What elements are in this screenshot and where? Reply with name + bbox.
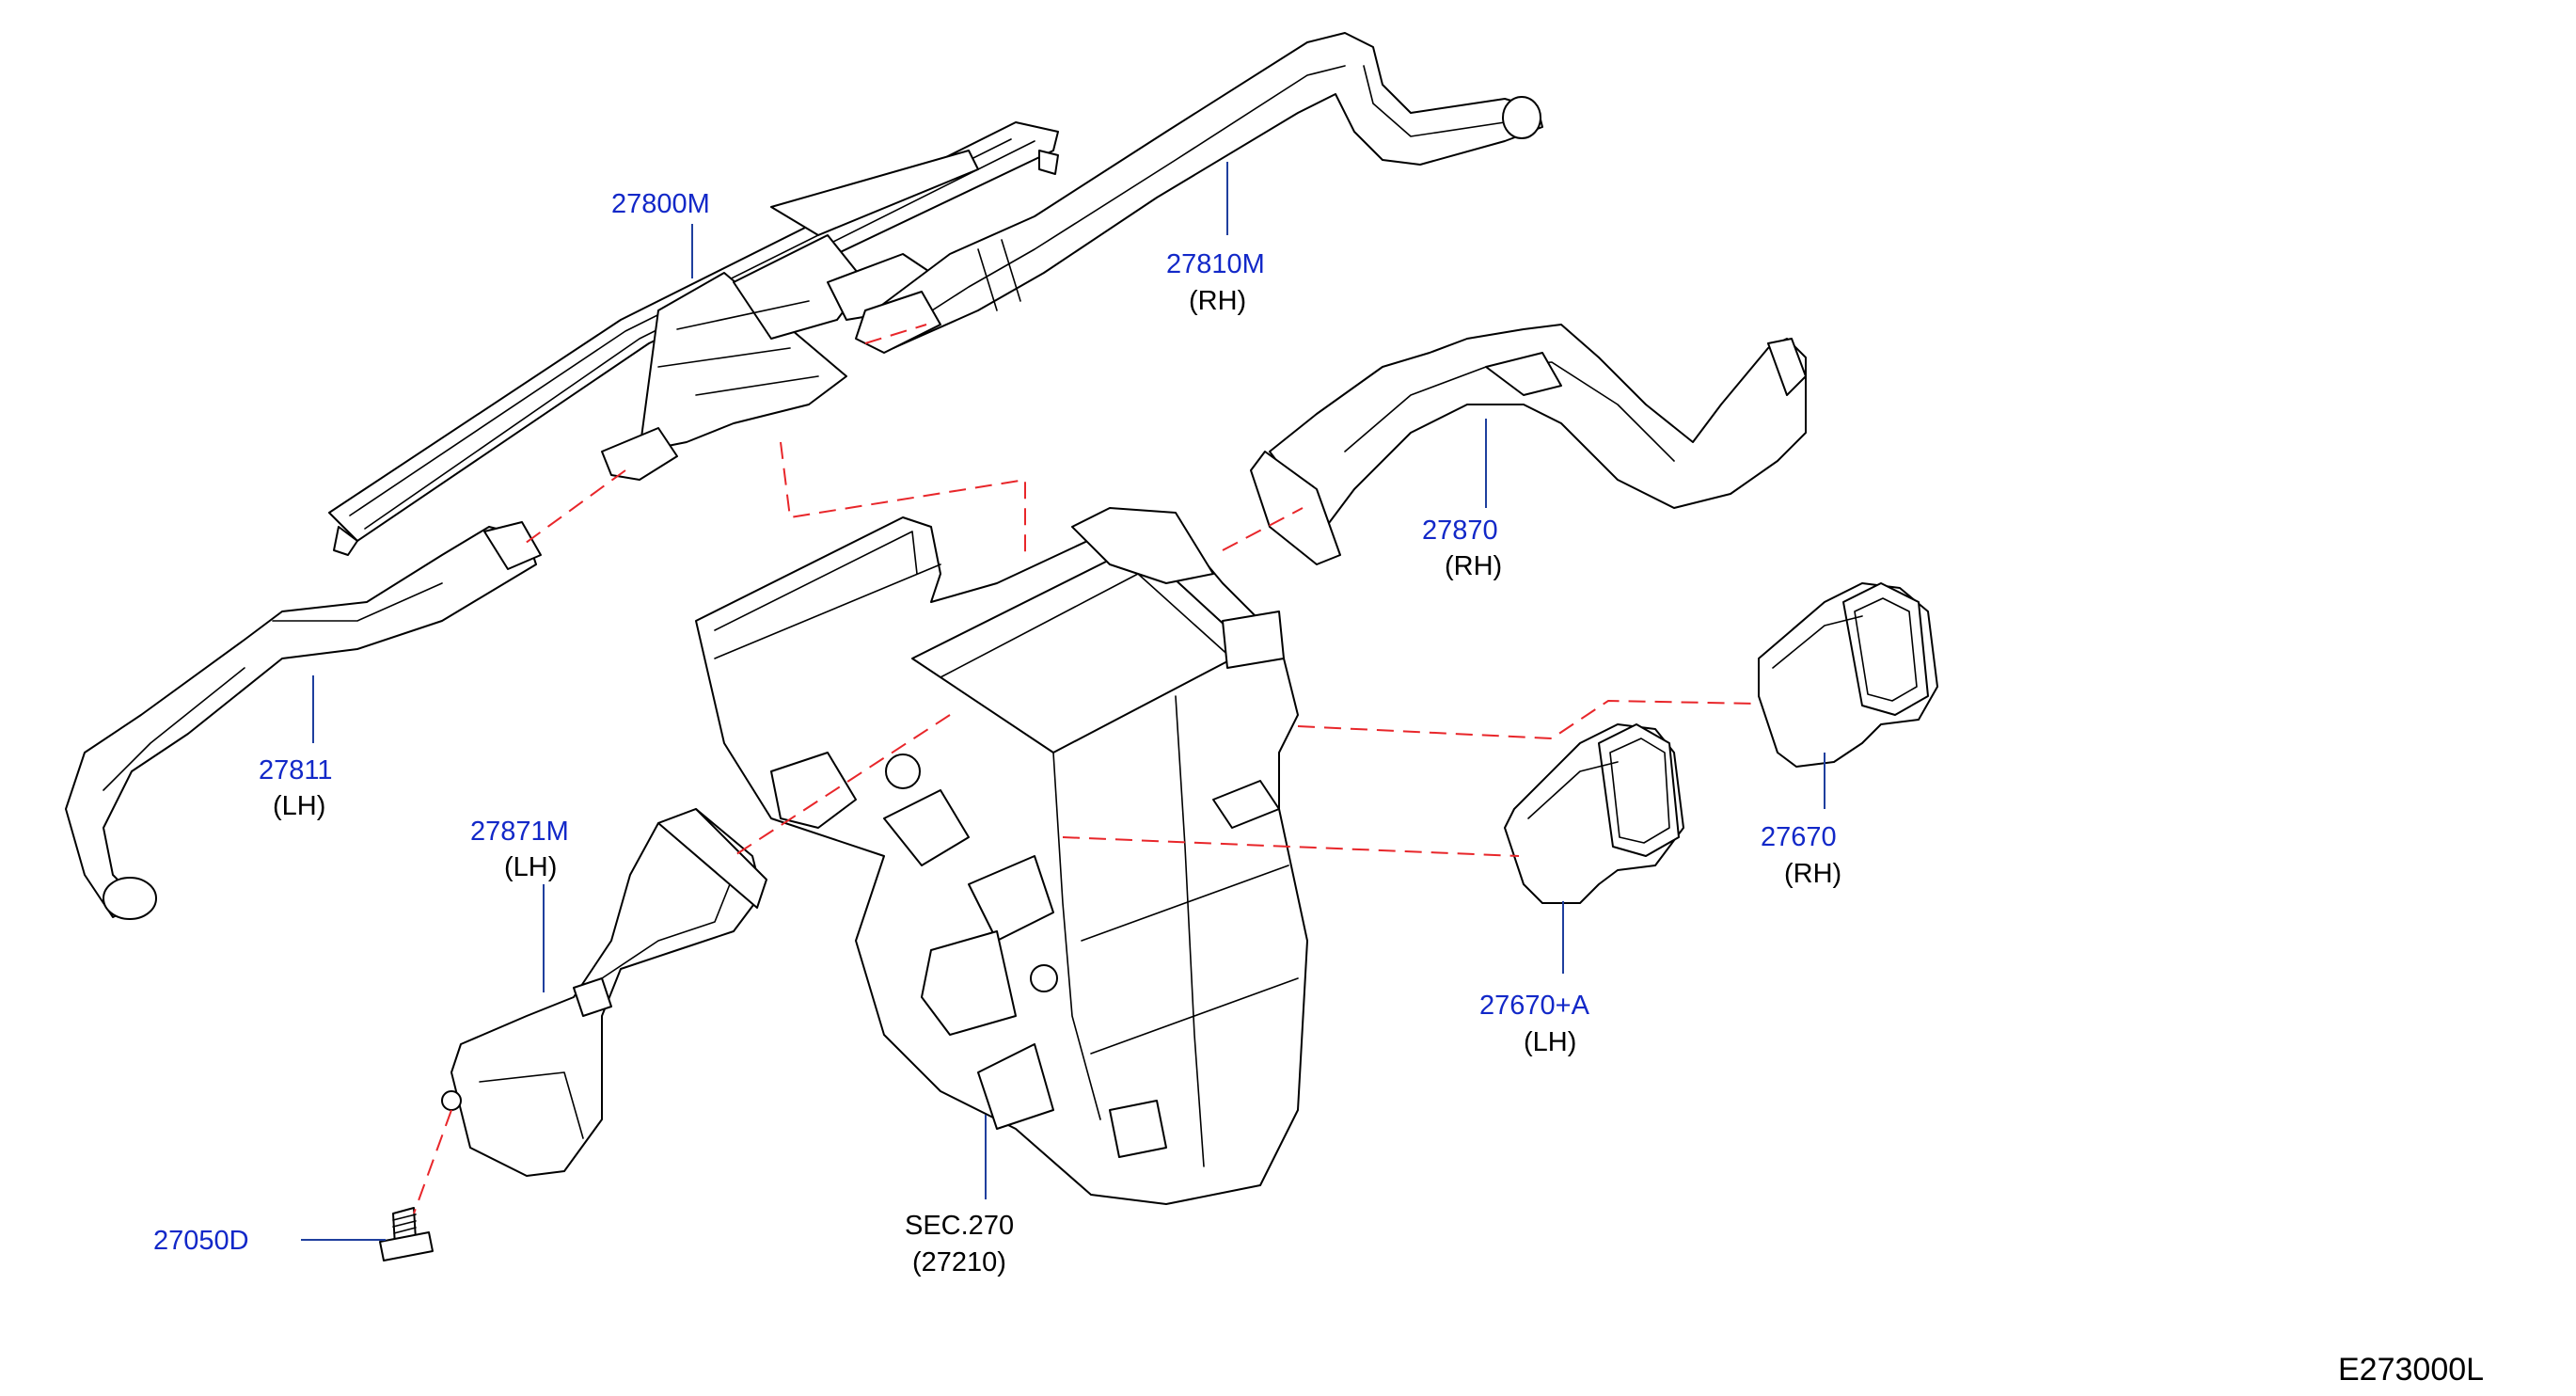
vent-27670-rh	[1758, 582, 1938, 768]
dash-heater-27670	[1297, 699, 1760, 740]
connection-lines	[413, 324, 1760, 1214]
label-27810m-number: 27810M	[1166, 249, 1265, 279]
dash-27870-heater	[1222, 507, 1304, 551]
diagram-code: E273000L	[2338, 1352, 2484, 1388]
label-27870-side: (RH)	[1445, 551, 1502, 581]
duct-27870-rh	[1250, 324, 1807, 565]
label-27810m-side: (RH)	[1189, 286, 1246, 316]
duct-27811-lh	[65, 521, 542, 920]
dash-27800m-heater	[780, 441, 1026, 555]
duct-27871m-lh	[441, 808, 767, 1177]
label-27800m-number: 27800M	[611, 189, 710, 219]
dash-heater-27670a	[1062, 836, 1520, 857]
label-sec270-number: SEC.270	[905, 1211, 1014, 1241]
label-sec270-ref: (27210)	[912, 1247, 1006, 1277]
dash-27800m-27810m	[864, 324, 927, 344]
part-labels: 27800M 27810M (RH) 27870 (RH) 27811 (LH)…	[153, 189, 2484, 1388]
heater-unit-sec270	[695, 507, 1308, 1205]
label-27811-side: (LH)	[273, 791, 325, 821]
defroster-nozzle-27800m	[328, 121, 1059, 556]
dash-27800m-27811	[521, 469, 626, 547]
duct-27810m-rh	[855, 32, 1543, 354]
label-27670-number: 27670	[1761, 822, 1837, 852]
dash-27871m-27050d	[413, 1109, 452, 1214]
label-27811-number: 27811	[259, 755, 333, 785]
label-27871m-side: (LH)	[504, 852, 557, 882]
label-27670a-side: (LH)	[1524, 1027, 1576, 1057]
leader-lines	[301, 162, 1825, 1241]
label-27050d-number: 27050D	[153, 1226, 249, 1256]
label-27870-number: 27870	[1422, 516, 1498, 546]
label-27871m-number: 27871M	[470, 817, 569, 847]
label-27670a-number: 27670+A	[1479, 991, 1590, 1021]
screw-27050d	[379, 1207, 434, 1261]
dash-heater-27871m	[733, 714, 951, 857]
vent-27670a-lh	[1504, 723, 1684, 904]
label-27670-side: (RH)	[1784, 859, 1841, 889]
